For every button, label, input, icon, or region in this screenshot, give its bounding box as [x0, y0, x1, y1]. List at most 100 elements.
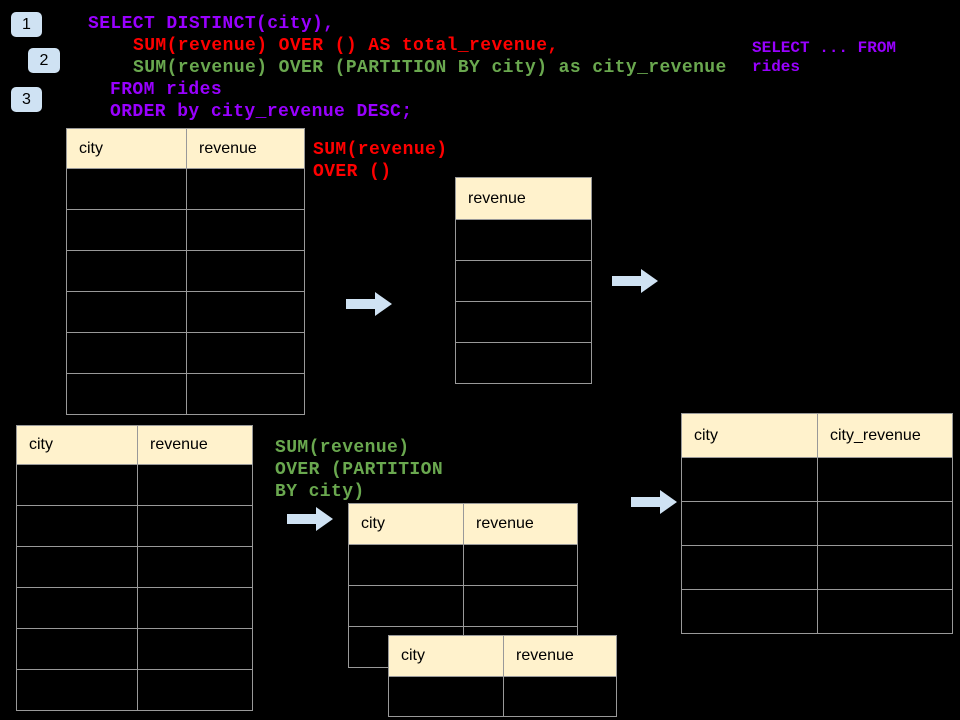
table-cell-empty: [187, 333, 304, 373]
column-header-revenue: revenue: [138, 426, 252, 464]
table-source-top: city revenue: [66, 128, 305, 415]
sql-line-partition: SUM(revenue) OVER (PARTITION BY city) as…: [133, 58, 727, 78]
table-body: [17, 465, 252, 710]
column-header-city: city: [682, 414, 817, 457]
arrow-right-icon: [287, 507, 333, 531]
table-cell-empty: [464, 586, 577, 626]
table-row: [682, 502, 952, 545]
table-cell-empty: [17, 465, 137, 505]
table-cell-empty: [67, 333, 186, 373]
table-cell-empty: [17, 506, 137, 546]
column-header-city: city: [17, 426, 137, 464]
side-snippet-line-1: SELECT ... FROM: [752, 39, 897, 57]
annotation-partition-line-3: BY city): [275, 482, 365, 502]
column-header-city: city: [67, 129, 186, 168]
table-cell-empty: [818, 458, 952, 501]
table-cell-empty: [138, 588, 252, 628]
table-row: [17, 588, 252, 628]
table-row: [349, 586, 577, 626]
step-badge-label: 1: [22, 15, 31, 33]
table-header-row: revenue: [456, 178, 591, 219]
step-badge-1: 1: [11, 12, 42, 37]
table-row: [67, 210, 304, 250]
table-row: [67, 251, 304, 291]
table-cell-empty: [682, 502, 817, 545]
table-cell-empty: [17, 629, 137, 669]
table-cell-empty: [67, 292, 186, 332]
table-row: [389, 677, 616, 716]
table-partition-step: city revenue: [348, 503, 578, 668]
table-cell-empty: [187, 210, 304, 250]
table-cell-empty: [187, 251, 304, 291]
table-partition-overlay: city revenue: [388, 635, 617, 717]
column-header-revenue: revenue: [187, 129, 304, 168]
side-snippet-line-2: rides: [752, 58, 801, 76]
table-cell-empty: [349, 545, 463, 585]
arrow-right-icon: [346, 292, 392, 316]
column-header-city: city: [349, 504, 463, 544]
arrow-right-icon: [631, 490, 677, 514]
table-cell-empty: [818, 590, 952, 633]
table-cell-empty: [349, 586, 463, 626]
column-header-city-revenue: city_revenue: [818, 414, 952, 457]
table-cell-empty: [17, 547, 137, 587]
table-cell-empty: [818, 502, 952, 545]
table-cell-empty: [682, 546, 817, 589]
table-cell-empty: [456, 343, 591, 383]
step-badge-2: 2: [28, 48, 60, 73]
table-row: [17, 506, 252, 546]
table-header-row: city revenue: [67, 129, 304, 168]
table-row: [17, 629, 252, 669]
table-row: [682, 590, 952, 633]
table-cell-empty: [682, 590, 817, 633]
table-cell-empty: [138, 670, 252, 710]
table-body: [682, 458, 952, 633]
sql-line-total-revenue: SUM(revenue) OVER () AS total_revenue,: [133, 36, 559, 56]
table-cell-empty: [138, 547, 252, 587]
table-cell-empty: [67, 169, 186, 209]
step-badge-3: 3: [11, 87, 42, 112]
table-row: [67, 292, 304, 332]
table-cell-empty: [17, 670, 137, 710]
sql-line-select: SELECT DISTINCT(city),: [88, 14, 335, 34]
table-cell-empty: [17, 588, 137, 628]
table-row: [456, 302, 591, 342]
table-cell-empty: [138, 506, 252, 546]
table-row: [17, 465, 252, 505]
table-row: [67, 374, 304, 414]
table-header-row: city city_revenue: [682, 414, 952, 457]
table-row: [17, 670, 252, 710]
table-row: [17, 547, 252, 587]
annotation-partition-line-2: OVER (PARTITION: [275, 460, 444, 480]
annotation-total-revenue-line-2: OVER (): [313, 162, 392, 182]
table-city-revenue-result: city city_revenue: [681, 413, 953, 634]
arrow-right-icon: [612, 269, 658, 293]
table-body: [389, 677, 616, 716]
table-row: [67, 169, 304, 209]
table-row: [67, 333, 304, 373]
table-header-row: city revenue: [349, 504, 577, 544]
table-cell-empty: [187, 292, 304, 332]
table-cell-empty: [389, 677, 503, 716]
table-body: [456, 220, 591, 383]
table-row: [682, 546, 952, 589]
table-cell-empty: [67, 251, 186, 291]
table-body: [67, 169, 304, 414]
table-cell-empty: [456, 302, 591, 342]
table-row: [456, 220, 591, 260]
table-cell-empty: [682, 458, 817, 501]
table-cell-empty: [456, 220, 591, 260]
table-cell-empty: [67, 210, 186, 250]
sql-line-order-by: ORDER by city_revenue DESC;: [110, 102, 413, 122]
table-cell-empty: [504, 677, 616, 716]
column-header-revenue: revenue: [456, 178, 591, 219]
step-badge-label: 3: [22, 90, 31, 108]
table-cell-empty: [464, 545, 577, 585]
table-cell-empty: [67, 374, 186, 414]
table-row: [682, 458, 952, 501]
column-header-revenue: revenue: [464, 504, 577, 544]
table-cell-empty: [187, 169, 304, 209]
table-header-row: city revenue: [17, 426, 252, 464]
column-header-revenue: revenue: [504, 636, 616, 676]
